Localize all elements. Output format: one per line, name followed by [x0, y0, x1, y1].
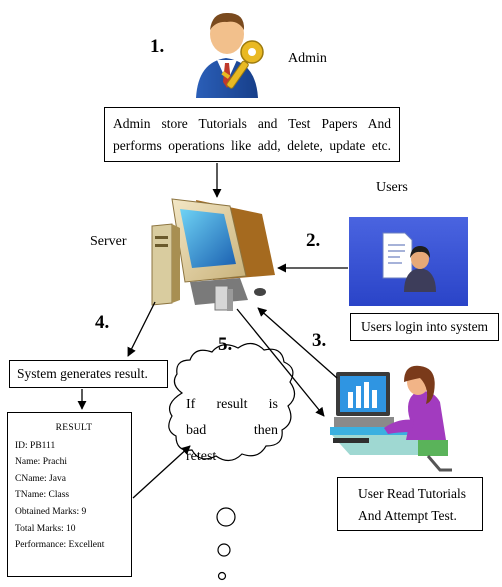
- server-computer-icon: [151, 198, 275, 311]
- user-at-computer-icon: [330, 365, 452, 472]
- cloud-line-1: If result is: [186, 397, 278, 412]
- admin-description-line-1: Admin store Tutorials and Test Papers An…: [113, 116, 391, 131]
- result-card: RESULT ID: PB111 Name: Prachi CName: Jav…: [7, 412, 132, 577]
- arrow-server-to-system: [127, 301, 156, 357]
- cloud-line-3: retest: [186, 449, 217, 464]
- cloud-line-2: bad then: [186, 423, 278, 438]
- result-line: CName: Java: [15, 473, 66, 484]
- user-read-box: User Read Tutorials And Attempt Test.: [337, 477, 483, 531]
- users-login-box: Users login into system: [350, 313, 499, 341]
- result-line: TName: Class: [15, 490, 70, 501]
- result-line: Performance: Excellent: [15, 540, 105, 551]
- thought-bubble-medium: [217, 543, 231, 557]
- result-line: Total Marks: 10: [15, 523, 76, 534]
- arrow-user-to-server: [257, 307, 338, 379]
- users-login-text: Users login into system: [360, 319, 489, 334]
- user-read-line-2: And Attempt Test.: [358, 508, 457, 523]
- result-line: ID: PB111: [15, 440, 56, 451]
- users-document-icon: [349, 217, 468, 306]
- admin-label: Admin: [288, 51, 327, 66]
- cloud-text: If result is bad then retest: [186, 392, 278, 470]
- system-result-text: System generates result.: [17, 366, 148, 381]
- result-title: RESULT: [55, 423, 93, 433]
- admin-description-line-2: performs operations like add, delete, up…: [113, 138, 391, 153]
- user-read-line-1: User Read Tutorials: [358, 486, 466, 501]
- server-label: Server: [90, 234, 127, 249]
- thought-bubble-large: [216, 507, 236, 527]
- step-1-number: 1.: [150, 36, 165, 57]
- admin-person-key-icon: [196, 12, 264, 98]
- system-result-box: System generates result.: [9, 360, 168, 388]
- admin-description-box: Admin store Tutorials and Test Papers An…: [104, 107, 400, 162]
- step-2-number: 2.: [306, 230, 321, 251]
- result-line: Obtained Marks: 9: [15, 506, 87, 517]
- step-4-number: 4.: [95, 312, 110, 333]
- step-3-number: 3.: [312, 330, 327, 351]
- arrow-server-to-user: [236, 308, 325, 417]
- thought-bubble-small: [217, 571, 227, 581]
- step-5-number: 5.: [218, 334, 233, 355]
- arrow-result-to-cloud: [132, 445, 191, 499]
- users-label: Users: [376, 180, 408, 195]
- result-line: Name: Prachi: [15, 457, 67, 468]
